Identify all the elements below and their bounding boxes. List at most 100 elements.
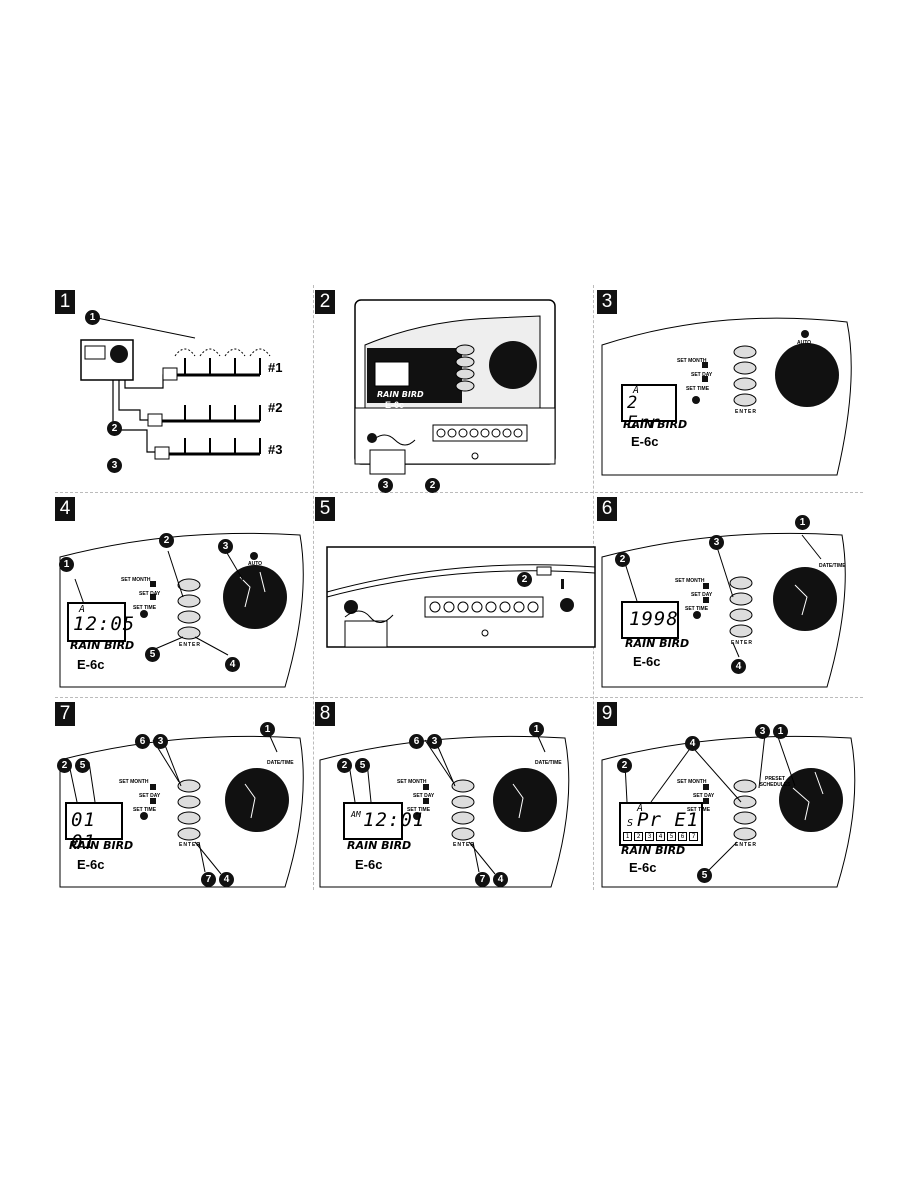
lcd-display: 01 01	[65, 802, 123, 853]
model-label: E-6c	[633, 654, 661, 669]
step-number: 7	[55, 702, 75, 726]
set-time-label: SET TIME	[685, 606, 709, 612]
callout-1: 1	[85, 310, 100, 325]
callout-4: 4	[685, 736, 700, 751]
lcd-indicator: AM	[351, 810, 361, 819]
brand-logo: RAIN BIRD	[623, 418, 688, 431]
lcd-display: AM 12:01	[343, 802, 424, 840]
separator	[55, 492, 863, 493]
callout-4: 4	[219, 872, 234, 887]
callout-1: 1	[795, 515, 810, 530]
controller-face	[59, 532, 304, 688]
step-number: 3	[597, 290, 617, 314]
date-time-label: DATE/TIME	[819, 563, 846, 569]
enter-label: ENTER	[453, 842, 475, 848]
terminal-strip-diagram	[326, 546, 596, 648]
model-label: E-6c	[385, 400, 405, 410]
day-indicator: 2	[634, 832, 643, 841]
callout-4: 4	[731, 659, 746, 674]
model-label: E-6c	[629, 860, 657, 875]
set-time-label: SET TIME	[686, 386, 710, 392]
callout-5: 5	[697, 868, 712, 883]
lcd-value: 12:05	[73, 613, 136, 635]
lcd-value: 2 Err	[627, 393, 661, 433]
set-time-label: SET TIME	[133, 807, 157, 813]
callout-3: 3	[755, 724, 770, 739]
day-indicator: 7	[689, 832, 698, 841]
controller-face	[59, 733, 304, 888]
step-number: 9	[597, 702, 617, 726]
callout-2: 2	[425, 478, 440, 493]
enter-label: ENTER	[179, 642, 201, 648]
lcd-value: Pr E1	[637, 809, 700, 831]
preset-schedules-label: PRESET SCHEDULES	[759, 776, 791, 788]
callout-1: 1	[529, 722, 544, 737]
separator	[313, 285, 314, 890]
callout-2: 2	[159, 533, 174, 548]
lcd-indicator: A	[633, 385, 640, 396]
lcd-indicator: A	[79, 604, 86, 615]
date-time-label: DATE/TIME	[535, 760, 562, 766]
wiring-diagram	[80, 317, 271, 460]
enter-label: ENTER	[731, 640, 753, 646]
controller-face	[601, 733, 856, 888]
auto-label: AUTO	[248, 561, 263, 567]
lcd-display: 1998	[621, 601, 679, 639]
callout-2: 2	[517, 572, 532, 587]
set-month-label: SET MONTH	[675, 578, 705, 584]
model-label: E-6c	[631, 434, 659, 449]
lcd-display: A 12:05	[67, 602, 134, 642]
auto-label: AUTO	[797, 340, 812, 346]
controller-face	[319, 733, 570, 888]
callout-3: 3	[378, 478, 393, 493]
set-day-label: SET DAY	[139, 793, 161, 799]
step-number: 6	[597, 497, 617, 521]
callout-3: 3	[107, 458, 122, 473]
brand-logo: RAIN BIRD	[377, 390, 424, 399]
callout-3: 3	[709, 535, 724, 550]
set-day-label: SET DAY	[691, 372, 713, 378]
enter-label: ENTER	[179, 842, 201, 848]
set-month-label: SET MONTH	[121, 577, 151, 583]
model-label: E-6c	[77, 657, 105, 672]
enter-label: ENTER	[735, 842, 757, 848]
step-1-panel: 1 1 2 3 #1 #2 #3	[55, 290, 351, 485]
callout-7: 7	[475, 872, 490, 887]
callout-6: 6	[135, 734, 150, 749]
step-number: 4	[55, 497, 75, 521]
lcd-prefix: S	[627, 818, 634, 829]
model-label: E-6c	[355, 857, 383, 872]
set-month-label: SET MONTH	[397, 779, 427, 785]
callout-5: 5	[355, 758, 370, 773]
controller-face	[601, 532, 846, 688]
callout-1: 1	[59, 557, 74, 572]
model-label: E-6c	[77, 857, 105, 872]
callout-2: 2	[107, 421, 122, 436]
callout-1: 1	[773, 724, 788, 739]
callout-1: 1	[260, 722, 275, 737]
set-month-label: SET MONTH	[677, 358, 707, 364]
step-number: 5	[315, 497, 335, 521]
step-5-panel: 5 2	[315, 497, 611, 692]
callout-2: 2	[57, 758, 72, 773]
callout-7: 7	[201, 872, 216, 887]
set-time-label: SET TIME	[687, 807, 711, 813]
controller-face	[601, 317, 852, 476]
brand-logo: RAIN BIRD	[347, 839, 412, 852]
callout-3: 3	[153, 734, 168, 749]
step-9-panel: 9 A S Pr E1 1 2 3 4 5 6 7 SET MONTH SET …	[597, 702, 893, 897]
day-indicator: 6	[678, 832, 687, 841]
brand-logo: RAIN BIRD	[621, 844, 686, 857]
callout-2: 2	[615, 552, 630, 567]
set-day-label: SET DAY	[693, 793, 715, 799]
set-time-label: SET TIME	[407, 807, 431, 813]
lcd-display: A S Pr E1 1 2 3 4 5 6 7	[619, 802, 703, 846]
callout-4: 4	[493, 872, 508, 887]
step-2-panel: 2 RAIN BIRD E-6c 3 2	[315, 290, 611, 493]
set-day-label: SET DAY	[413, 793, 435, 799]
set-time-label: SET TIME	[133, 605, 157, 611]
step-6-panel: 6 1998 SET MONTH SET DAY SET TIME DATE/T…	[597, 497, 893, 692]
callout-4: 4	[225, 657, 240, 672]
step-8-panel: 8 AM 12:01 SET MONTH SET DAY SET TIME DA…	[315, 702, 611, 897]
step-number: 8	[315, 702, 335, 726]
